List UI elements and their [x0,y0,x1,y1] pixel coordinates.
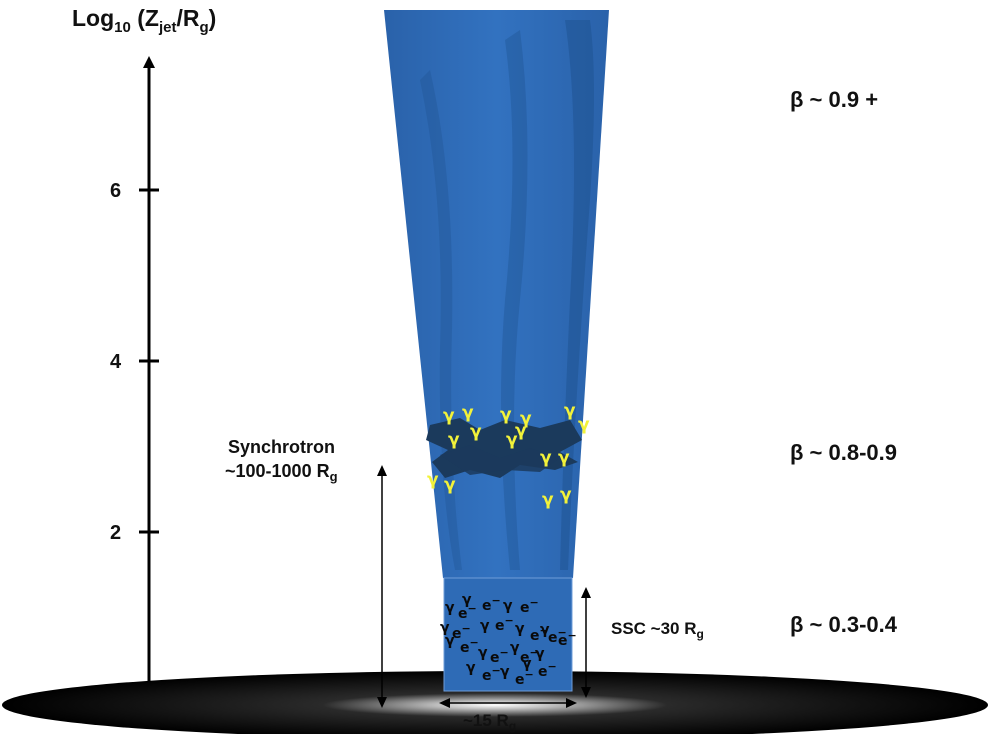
beta-mid-label: β ~ 0.8-0.9 [790,440,897,465]
width-label: ~15 Rg [463,711,516,733]
gamma-symbol: γ [427,470,439,490]
axis-title: Log10 (Zjet/Rg) [72,5,216,36]
gamma-symbol: γ [470,422,482,442]
electron-symbol: e− [538,660,557,680]
electron-symbol: e− [482,664,501,684]
synchrotron-label: Synchrotron [228,437,335,457]
gamma-symbol: γ [506,430,518,450]
electron-symbol: e− [482,594,501,614]
base-particles: γ e− γ e− γ e− γ e− γ e− γ e− γ e− e− γ … [440,592,577,688]
gamma-symbol: γ [443,406,455,426]
gamma-symbol: γ [444,475,456,495]
electron-symbol: e− [495,614,514,634]
electron-symbol: e− [558,629,577,649]
ssc-label: SSC ~30 Rg [611,619,704,641]
electron-symbol: e− [515,668,534,688]
electron-symbol: e− [520,596,539,616]
gamma-symbol: γ [564,401,576,421]
gamma-symbol: γ [578,415,590,435]
gamma-symbol: γ [500,664,510,680]
gamma-symbol: γ [522,656,532,672]
synchrotron-annotation: Synchrotron ~100-1000 Rg [225,437,387,708]
gamma-symbol: γ [515,621,525,637]
gamma-symbol: γ [535,646,545,662]
jet-base [443,577,573,692]
electron-symbol: e− [452,622,471,642]
gamma-symbol: γ [466,660,476,676]
jet [384,10,609,692]
electron-symbol: e− [460,636,479,656]
electron-symbol: e− [530,624,549,644]
tick-6: 6 [110,180,121,202]
tick-2: 2 [110,522,121,544]
electron-symbol: e− [548,626,567,646]
gamma-symbol: γ [520,409,532,429]
gamma-symbol: γ [558,448,570,468]
gamma-symbol: γ [500,405,512,425]
gamma-symbol: γ [540,622,550,638]
gamma-symbol: γ [462,403,474,423]
gamma-symbol: γ [542,490,554,510]
beta-low-label: β ~ 0.3-0.4 [790,612,898,637]
gamma-symbol: γ [448,430,460,450]
electron-symbol: e− [458,602,477,622]
gamma-symbol: γ [515,421,527,441]
electron-symbol: e− [520,646,539,666]
gamma-symbol: γ [440,620,450,636]
gamma-symbol: γ [445,600,455,616]
gamma-symbol: γ [503,598,513,614]
gamma-symbol: γ [480,618,490,634]
gamma-photons: γ γ γ γ γ γ γ γ γ γ γ γ γ γ γ γ [427,401,590,510]
ssc-annotation: SSC ~30 Rg [581,587,704,698]
gamma-symbol: γ [462,592,472,608]
gamma-symbol: γ [540,448,552,468]
electron-symbol: e− [490,646,509,666]
tick-4: 4 [110,351,122,373]
z-axis: 6 4 2 [110,56,159,682]
gamma-symbol: γ [510,640,520,656]
width-annotation: ~15 Rg [439,698,577,733]
beta-top-label: β ~ 0.9 + [790,87,878,112]
synchrotron-range-label: ~100-1000 Rg [225,461,338,484]
gamma-symbol: γ [478,645,488,661]
gamma-symbol: γ [445,633,455,649]
gamma-symbol: γ [560,485,572,505]
synchrotron-region [426,418,582,478]
